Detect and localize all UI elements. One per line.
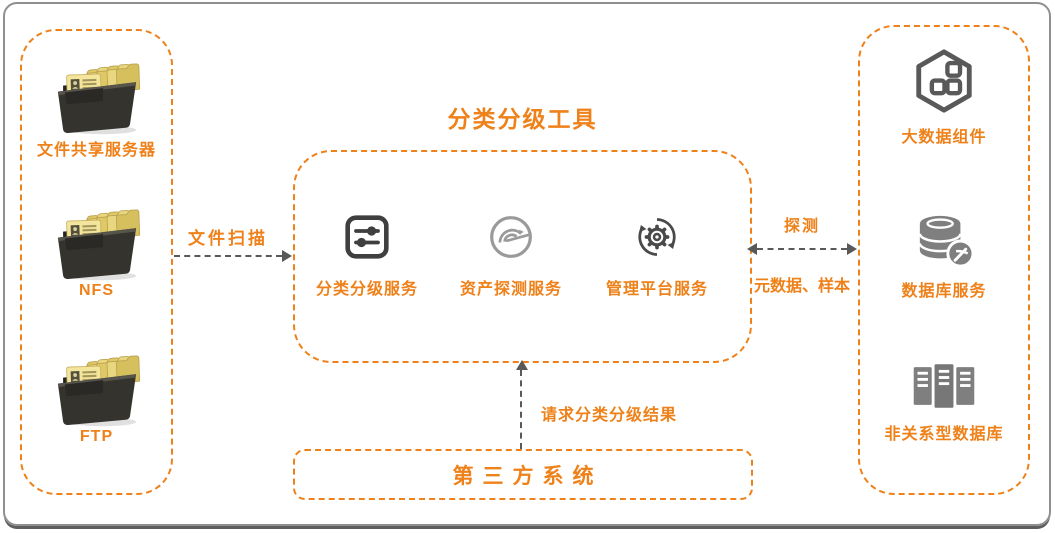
bigdata-component-item: 大数据组件 — [860, 47, 1028, 147]
targets-panel: 大数据组件 数据库服务 — [858, 25, 1030, 495]
arrowhead-left-icon — [747, 243, 757, 255]
gauge-icon — [490, 216, 532, 258]
ftp-label: FTP — [79, 428, 114, 445]
card-file-box-icon — [57, 355, 140, 427]
card-file-box-icon — [57, 63, 140, 135]
hexagon-modules-icon — [916, 49, 972, 113]
asset-probe-service-item: 资产探测服务 — [436, 214, 586, 299]
nfs-item: NFS — [22, 202, 171, 300]
sources-panel: 文件共享服务器 — [20, 29, 173, 495]
arrowhead-up-icon — [516, 360, 528, 370]
database-mining-icon — [918, 215, 975, 268]
third-party-label: 第三方系统 — [452, 464, 603, 488]
diagram-title: 分类分级工具 — [447, 106, 598, 132]
management-platform-service-label: 管理平台服务 — [605, 281, 708, 298]
outer-window-frame — [3, 2, 1051, 526]
request-result-arrow — [516, 360, 528, 449]
file-share-server-item: 文件共享服务器 — [22, 56, 171, 160]
server-rack-icon — [913, 364, 975, 408]
metadata-arrow-label: 元数据、样本 — [753, 278, 850, 295]
management-platform-service-item: 管理平台服务 — [582, 214, 732, 299]
request-arrow-label: 请求分类分级结果 — [541, 407, 678, 424]
database-service-item: 数据库服务 — [860, 213, 1028, 301]
classification-service-item: 分类分级服务 — [292, 214, 442, 299]
nosql-database-item: 非关系型数据库 — [860, 361, 1028, 444]
sliders-icon — [345, 215, 389, 259]
ftp-item: FTP — [22, 348, 171, 446]
gear-sync-icon — [638, 218, 676, 256]
arrowhead-right-icon — [847, 243, 857, 255]
probe-metadata-arrow — [747, 243, 857, 255]
file-scan-arrow — [174, 250, 292, 262]
nfs-label: NFS — [79, 282, 114, 299]
asset-probe-service-label: 资产探测服务 — [459, 281, 562, 298]
bigdata-component-label: 大数据组件 — [901, 129, 987, 146]
file-scan-arrow-label: 文件扫描 — [188, 229, 268, 248]
arrowhead-right-icon — [282, 250, 292, 262]
tool-panel: 分类分级服务 资产探测服务 — [293, 150, 752, 363]
probe-arrow-label: 探测 — [783, 218, 820, 235]
card-file-box-icon — [57, 209, 140, 281]
file-share-server-label: 文件共享服务器 — [36, 142, 156, 159]
classification-service-label: 分类分级服务 — [315, 281, 418, 298]
third-party-panel: 第三方系统 — [293, 449, 753, 500]
nosql-database-label: 非关系型数据库 — [884, 426, 1004, 443]
database-service-label: 数据库服务 — [901, 283, 987, 300]
